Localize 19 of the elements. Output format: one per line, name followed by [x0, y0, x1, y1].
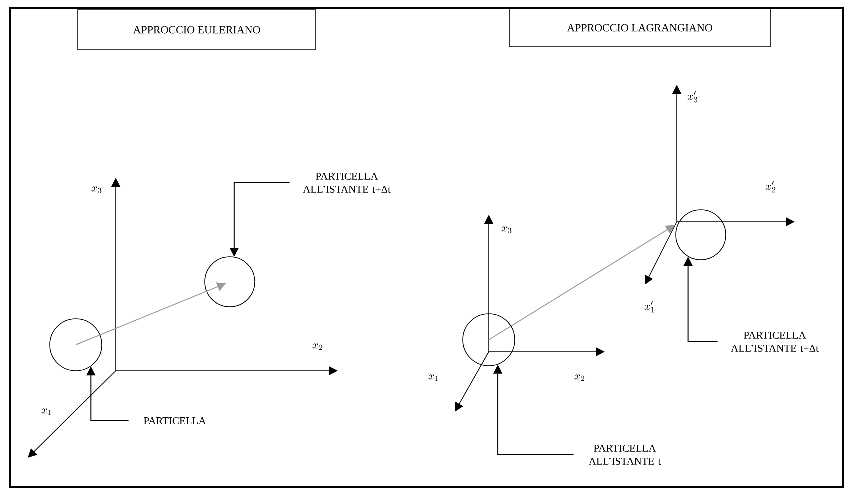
axis-label: $x_2$: [312, 344, 323, 350]
axis-label: $x_3$: [92, 186, 102, 194]
axis-label: $x_1$: [428, 374, 438, 382]
callout-text: PARTICELLA ALL’ISTANTE t+Δt: [303, 172, 391, 194]
axis-label: $x_1$: [42, 408, 52, 416]
particle-circle: [676, 210, 726, 260]
title-box: APPROCCIO LAGRANGIANO: [509, 8, 771, 48]
particle-circle: [50, 318, 102, 372]
axis-label: $x'_1$: [644, 301, 654, 313]
callout-text: PARTICELLA ALL’ISTANTE t: [588, 444, 662, 466]
particle-circle: [204, 256, 256, 308]
axis-label: $x'_2$: [766, 181, 776, 193]
axis-label: $x_2$: [574, 374, 585, 382]
title-box: APPROCCIO EULERIANO: [78, 10, 316, 50]
callout-text: PARTICELLA ALL’ISTANTE t+Δt: [731, 332, 819, 352]
axis-label: $x_3$: [502, 226, 512, 234]
particle-circle: [462, 314, 516, 366]
axis-label: $x'_3$: [688, 91, 698, 103]
callout-text: PARTICELLA: [144, 417, 206, 425]
